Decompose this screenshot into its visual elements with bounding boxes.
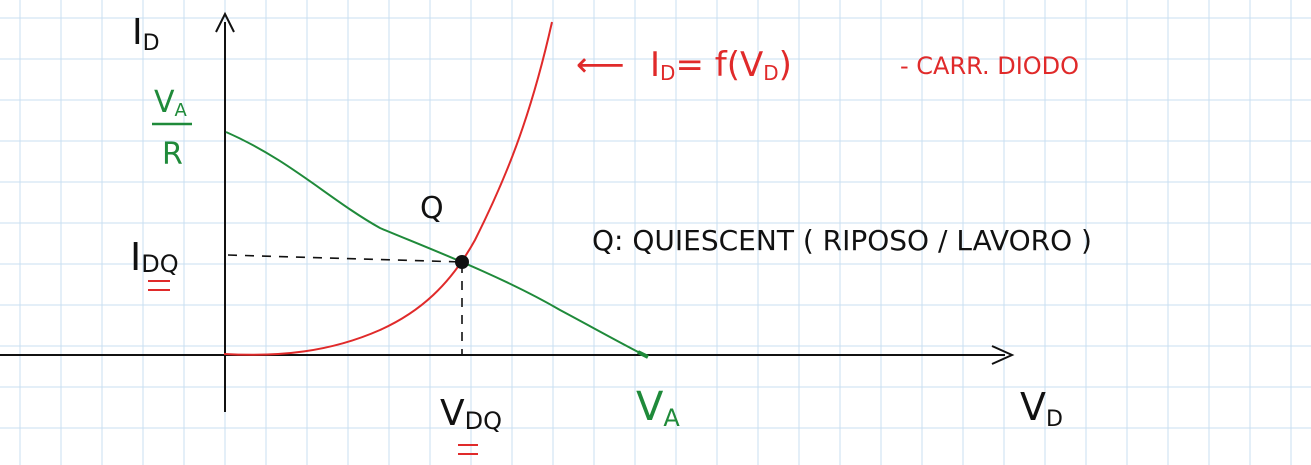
diode-curve xyxy=(223,21,553,356)
vdq-label: VDQ xyxy=(440,393,502,435)
load-line-end-mark xyxy=(637,350,649,359)
q-point-label: Q xyxy=(420,191,444,226)
arrow-up-icon xyxy=(215,11,235,33)
va-over-r-numerator: VA xyxy=(154,85,188,121)
diode-equation: ID= f(VD) xyxy=(650,45,792,85)
idq-label: IDQ xyxy=(130,235,179,279)
arrow-right-icon xyxy=(991,345,1015,365)
x-axis-label: VD xyxy=(1020,385,1063,432)
idq-guide-line xyxy=(227,254,463,263)
q-note: Q: QUIESCENT ( RIPOSO / LAVORO ) xyxy=(592,224,1092,257)
diode-arrow: ⟵ xyxy=(576,45,625,85)
q-point-dot xyxy=(455,255,469,269)
load-line xyxy=(225,131,643,355)
y-axis-label: ID xyxy=(132,12,160,56)
va-over-r-denominator: R xyxy=(162,137,183,172)
diode-note: - CARR. DIODO xyxy=(900,52,1079,80)
va-label: VA xyxy=(636,384,680,432)
